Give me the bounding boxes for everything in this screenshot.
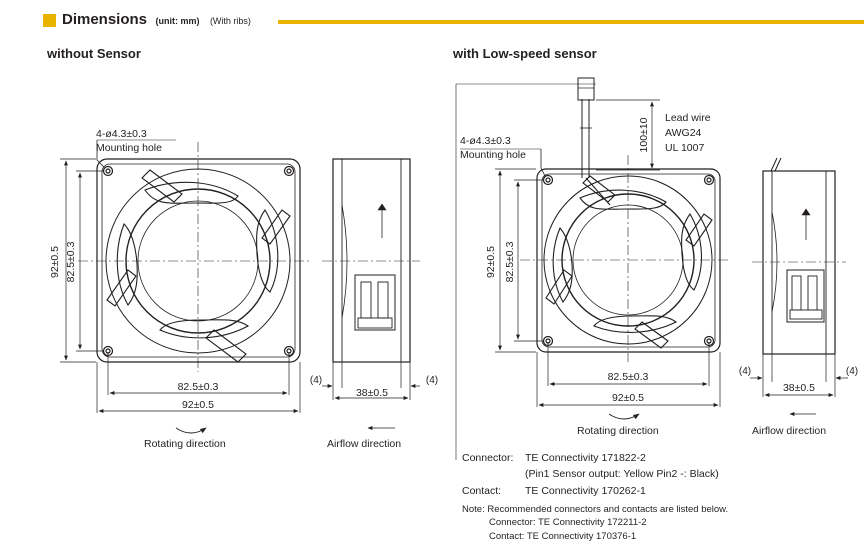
recommended-contact: Contact: TE Connectivity 170376-1 (489, 531, 637, 542)
connector-value: TE Connectivity 171822-2 (525, 452, 646, 464)
lead-wire-line-2: AWG24 (665, 127, 702, 139)
left-fan-front-view (96, 158, 301, 363)
right-dim-wire-length: 100±10 (638, 117, 650, 152)
page-title: Dimensions (62, 11, 148, 28)
contact-label: Contact: (462, 485, 502, 497)
right-dim-rib-right: (4) (846, 366, 858, 377)
left-rotating-label: Rotating direction (144, 438, 226, 450)
lead-wire-line-3: UL 1007 (665, 142, 705, 154)
ribs-note: (With ribs) (209, 16, 251, 26)
right-dim-inner-v: 82.5±0.3 (504, 241, 516, 282)
left-dim-inner-v: 82.5±0.3 (65, 241, 77, 282)
right-dim-rib-left: (4) (739, 366, 751, 377)
right-hole-label: Mounting hole (460, 149, 526, 161)
left-section-heading: without Sensor (47, 46, 141, 61)
header-accent-line (278, 20, 864, 24)
right-airflow-label: Airflow direction (752, 425, 827, 437)
right-dim-inner-h: 82.5±0.3 (608, 371, 649, 383)
right-dim-outer-h: 92±0.5 (612, 392, 644, 404)
left-dim-depth: 38±0.5 (356, 387, 388, 399)
contact-value: TE Connectivity 170262-1 (525, 485, 646, 497)
left-hole-label: Mounting hole (96, 142, 162, 154)
left-dim-inner-h: 82.5±0.3 (178, 381, 219, 393)
connector-label: Connector: (462, 452, 514, 464)
right-section-heading: with Low-speed sensor (453, 46, 597, 61)
recommended-connector: Connector: TE Connectivity 172211-2 (489, 517, 647, 528)
left-fan-side-view (332, 158, 411, 363)
header-accent-square (43, 14, 56, 27)
right-dim-depth: 38±0.5 (783, 382, 815, 394)
pin-note: (Pin1 Sensor output: Yellow Pin2 -: Blac… (525, 468, 719, 480)
left-dim-rib-left: (4) (310, 375, 322, 386)
left-airflow-label: Airflow direction (327, 438, 402, 450)
right-hole-spec: 4-ø4.3±0.3 (460, 135, 511, 147)
lead-wire-spec: Lead wire AWG24 UL 1007 (665, 111, 711, 156)
lead-wire-line-1: Lead wire (665, 112, 711, 124)
right-rotation-arrow (608, 413, 640, 420)
left-dim-rib-right: (4) (426, 375, 438, 386)
header-title-group: Dimensions (unit: mm) (With ribs) (62, 11, 251, 29)
left-hole-spec: 4-ø4.3±0.3 (96, 128, 147, 140)
right-dim-outer-v: 92±0.5 (485, 246, 497, 278)
right-fan-side-view (762, 157, 836, 355)
unit-note: (unit: mm) (155, 16, 200, 26)
left-rotation-arrow (175, 427, 207, 434)
left-dim-outer-v: 92±0.5 (49, 246, 61, 278)
right-rotating-label: Rotating direction (577, 425, 659, 437)
recommendation-note: Note: Recommended connectors and contact… (462, 504, 729, 515)
left-dim-outer-h: 92±0.5 (182, 399, 214, 411)
